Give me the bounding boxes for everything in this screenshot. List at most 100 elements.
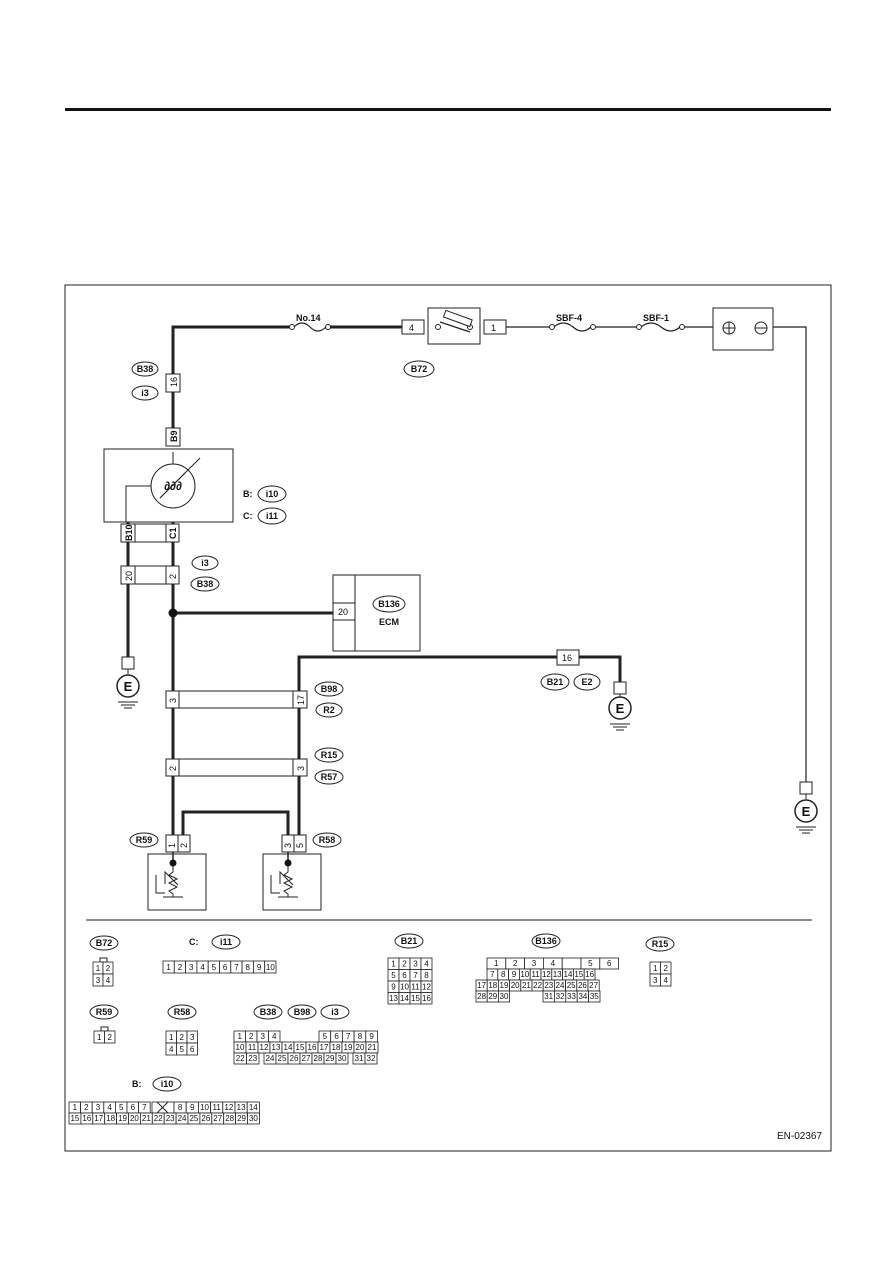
pin-number: 18 xyxy=(332,1043,341,1052)
pin-number: 11 xyxy=(411,983,420,992)
pin-number: 24 xyxy=(266,1054,275,1063)
pin-number: 11 xyxy=(248,1043,257,1052)
pin-number: 1 xyxy=(494,959,499,968)
pin-number: 13 xyxy=(272,1043,281,1052)
pin-label: 20 xyxy=(124,571,134,581)
pin-number: 22 xyxy=(154,1114,163,1123)
face-tag-b136: B136 xyxy=(535,936,557,946)
pin-number: 8 xyxy=(358,1032,363,1041)
pin-cell xyxy=(420,992,433,1005)
pin-number: 31 xyxy=(355,1054,364,1063)
ecm-label: ECM xyxy=(379,617,399,627)
pin-number: 30 xyxy=(338,1054,347,1063)
pin-number: 34 xyxy=(578,992,587,1001)
pin-cell xyxy=(561,957,582,970)
connector-tag: i10 xyxy=(266,489,279,499)
connector-tag: B72 xyxy=(411,364,428,374)
pin-number: 25 xyxy=(189,1114,198,1123)
pin-number: 2 xyxy=(402,960,407,969)
connector-tag-oval xyxy=(211,934,241,950)
pin-number: 3 xyxy=(653,976,658,985)
pin-number: 12 xyxy=(542,970,551,979)
face-tag-r15: R15 xyxy=(652,939,669,949)
pin-number: 6 xyxy=(607,959,612,968)
pin-number: 7 xyxy=(346,1032,351,1041)
pin-number: 26 xyxy=(578,981,587,990)
pin-number: 14 xyxy=(284,1043,293,1052)
pin-label: 2 xyxy=(179,843,189,848)
b38-i3-connector: B38 i3 16 xyxy=(131,361,181,401)
pin-number: 3 xyxy=(96,976,101,985)
pin-label: 3 xyxy=(283,843,293,848)
pin-number: 6 xyxy=(223,963,228,972)
pin-number: 29 xyxy=(488,992,497,1001)
pin-number: 11 xyxy=(213,1103,222,1112)
pin-number: 1 xyxy=(391,960,396,969)
b98-r2-connector: 3 17 B98 R2 xyxy=(165,681,344,718)
pin-number: 5 xyxy=(212,963,217,972)
pin-number: 20 xyxy=(356,1043,365,1052)
wiring xyxy=(126,325,807,835)
pin-number: 17 xyxy=(477,981,486,990)
pin-number: 12 xyxy=(422,983,431,992)
pin-number: 5 xyxy=(180,1045,185,1054)
connector-tag-oval xyxy=(531,933,561,949)
pin-label: 3 xyxy=(168,698,178,703)
pin-number: 1 xyxy=(169,1033,174,1042)
connector-tag-oval xyxy=(320,1004,350,1020)
pin-number: 1 xyxy=(97,1033,102,1042)
b9-connector: B9 xyxy=(165,427,181,447)
r15-r57-connector: 2 3 R15 R57 xyxy=(165,747,344,785)
pin-number: 24 xyxy=(178,1114,187,1123)
pin-number: 13 xyxy=(237,1103,246,1112)
pin-number: 31 xyxy=(544,992,553,1001)
pin-number: 27 xyxy=(589,981,598,990)
face-tag-r58: R58 xyxy=(174,1007,191,1017)
pin-number: 6 xyxy=(131,1103,136,1112)
pin-cell xyxy=(364,1052,378,1065)
connector-tag: B98 xyxy=(321,684,338,694)
blank-cross xyxy=(156,1101,169,1114)
pin-label: 17 xyxy=(296,695,306,705)
pin-number: 19 xyxy=(344,1043,353,1052)
pin-number: 16 xyxy=(308,1043,317,1052)
pin-number: 15 xyxy=(411,994,420,1003)
pin-number: 16 xyxy=(82,1114,91,1123)
face-tag-r59: R59 xyxy=(96,1007,113,1017)
pin-number: 2 xyxy=(178,963,183,972)
pin-cell xyxy=(246,1052,260,1065)
pin-number: 29 xyxy=(237,1114,246,1123)
connector-tag-oval xyxy=(167,1004,197,1020)
connector-tag: R57 xyxy=(321,772,338,782)
face-tag-b38: B38 xyxy=(260,1007,277,1017)
connector-prefix: C: xyxy=(243,511,253,521)
pin-number: 11 xyxy=(531,970,540,979)
pin-number: 18 xyxy=(106,1114,115,1123)
pin-label: 16 xyxy=(169,377,179,387)
face-prefix-i11: C: xyxy=(189,937,199,947)
pin-cell xyxy=(335,1052,349,1065)
pin-number: 2 xyxy=(106,964,111,973)
pin-number: 6 xyxy=(334,1032,339,1041)
meter-unit: ∂∂∂ xyxy=(103,448,234,523)
pin-number: 8 xyxy=(501,970,506,979)
diagram-frame xyxy=(64,284,832,1152)
pin-number: 9 xyxy=(512,970,517,979)
pin-number: 32 xyxy=(556,992,565,1001)
pin-number: 2 xyxy=(664,964,669,973)
pin-number: 12 xyxy=(224,1103,233,1112)
pin-number: 28 xyxy=(477,992,486,1001)
r58-sensor: R58 3 5 xyxy=(262,832,342,911)
pin-number: 15 xyxy=(70,1114,79,1123)
pin-number: 3 xyxy=(413,960,418,969)
pin-number: 35 xyxy=(590,992,599,1001)
battery xyxy=(712,307,774,351)
pin-number: 10 xyxy=(200,1103,209,1112)
pin-number: 9 xyxy=(257,963,262,972)
pin-number: 14 xyxy=(400,994,409,1003)
